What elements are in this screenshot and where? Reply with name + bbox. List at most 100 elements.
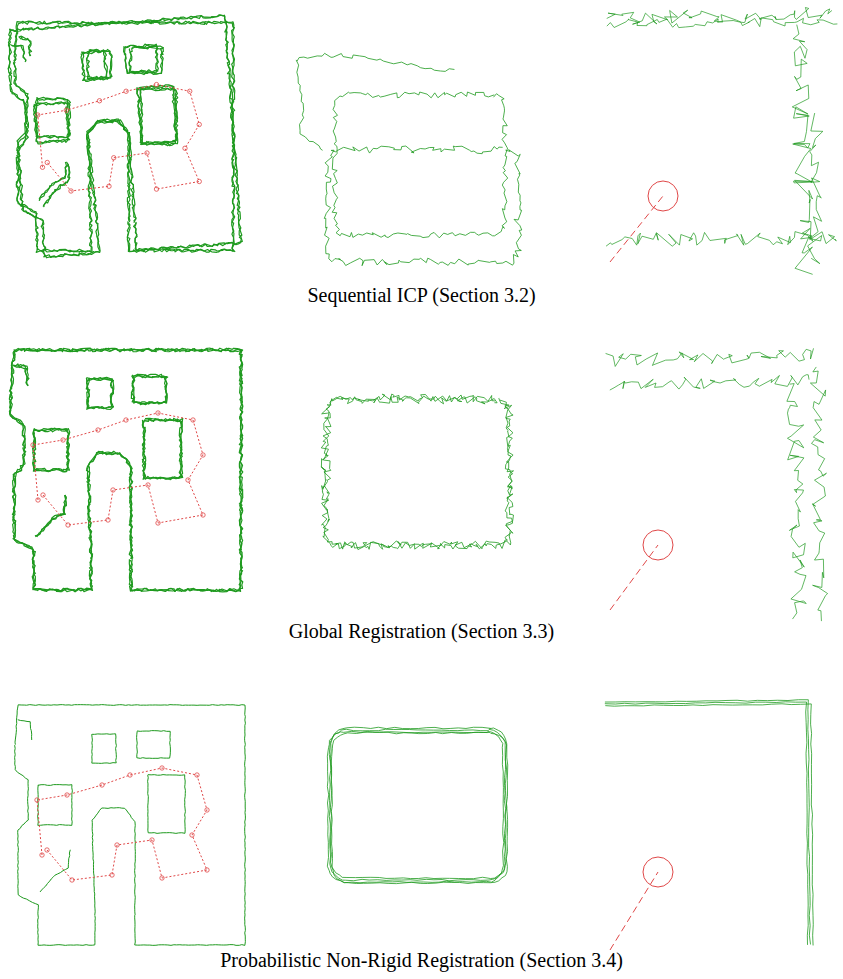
map-wall xyxy=(140,88,178,146)
robot-pose xyxy=(45,160,49,164)
map-wall xyxy=(86,451,132,560)
robot-pose xyxy=(156,411,160,415)
scan-loop xyxy=(330,727,506,878)
robot-pose xyxy=(70,878,74,882)
map-wall xyxy=(88,451,133,558)
map-wall xyxy=(10,348,242,591)
robot-pose xyxy=(106,518,110,522)
figure-caption: Sequential ICP (Section 3.2) xyxy=(307,283,535,307)
map-wall xyxy=(9,68,100,258)
robot-pose xyxy=(183,146,187,150)
scan-corner xyxy=(810,367,827,621)
map-wall xyxy=(8,15,242,250)
map-wall xyxy=(14,21,235,252)
robot-pose xyxy=(96,428,100,432)
robot-pose xyxy=(205,808,209,812)
map-wall xyxy=(87,452,133,559)
map-wall xyxy=(131,374,167,403)
robot-pose xyxy=(40,853,44,857)
robot-pose xyxy=(40,165,44,169)
robot-pose xyxy=(110,873,114,877)
map-wall xyxy=(9,390,92,592)
robot-pose xyxy=(111,488,115,492)
map-wall xyxy=(142,418,182,479)
robot-path xyxy=(38,85,200,191)
map-wall xyxy=(33,429,70,472)
map-wall xyxy=(10,348,242,592)
map-wall xyxy=(15,745,96,945)
map-wall xyxy=(124,44,158,73)
scan-loop xyxy=(332,92,508,238)
robot-pose xyxy=(205,868,209,872)
map-wall xyxy=(86,377,114,409)
figure-caption: Probabilistic Non-Rigid Registration (Se… xyxy=(220,948,623,972)
map-wall xyxy=(35,495,66,537)
map-wall xyxy=(39,162,68,201)
map-wall xyxy=(81,50,108,81)
robot-pose xyxy=(190,833,194,837)
robot-pose xyxy=(66,523,70,527)
robot-pose xyxy=(191,418,195,422)
map-wall xyxy=(86,378,113,409)
map-wall xyxy=(33,429,70,471)
pose-heading xyxy=(610,872,658,950)
map-wall xyxy=(9,348,242,591)
robot-pose xyxy=(160,876,164,880)
scan-stray xyxy=(296,60,322,150)
map-wall xyxy=(14,62,92,252)
map-wall xyxy=(131,374,167,404)
scan-corner xyxy=(606,348,814,366)
robot-pose xyxy=(115,843,119,847)
robot-pose xyxy=(124,418,128,422)
robot-path xyxy=(33,413,203,525)
robot-pose xyxy=(160,766,164,770)
map-wall xyxy=(44,165,70,207)
caption-slot: Sequential ICP (Section 3.2) xyxy=(0,283,843,307)
robot-pose xyxy=(100,783,104,787)
robot-pose xyxy=(197,179,201,183)
robot-pose xyxy=(124,89,128,93)
robot-pose xyxy=(64,108,68,112)
robot-pose xyxy=(69,189,73,193)
robot-pose xyxy=(128,773,132,777)
scan-loop xyxy=(321,394,513,550)
map-wall xyxy=(124,45,158,74)
map-wall xyxy=(148,775,186,834)
robot-pose xyxy=(107,184,111,188)
robot-pose xyxy=(156,521,160,525)
robot-pose xyxy=(188,89,192,93)
map-wall xyxy=(137,85,178,144)
scan-corner xyxy=(606,232,836,247)
robot-path xyxy=(37,768,207,880)
map-wall xyxy=(142,419,182,479)
map-wall xyxy=(9,390,92,592)
robot-pose xyxy=(97,99,101,103)
robot-pose xyxy=(154,82,158,86)
map-wall xyxy=(34,102,70,144)
scan-corner xyxy=(610,375,809,390)
scan-loop xyxy=(331,732,508,883)
map-wall xyxy=(10,391,93,591)
scan-corner xyxy=(605,704,813,946)
scan-loop xyxy=(323,396,513,549)
robot-pose xyxy=(197,122,201,126)
map-wall xyxy=(13,365,29,386)
pose-circle xyxy=(648,181,678,211)
map-wall xyxy=(136,85,177,144)
map-wall xyxy=(15,364,29,384)
map-wall xyxy=(18,720,32,740)
robot-pose xyxy=(146,483,150,487)
caption-slot: Probabilistic Non-Rigid Registration (Se… xyxy=(0,948,843,972)
scan-corner xyxy=(808,113,823,264)
map-wall xyxy=(92,734,117,764)
map-wall xyxy=(87,50,113,79)
caption-slot: Global Registration (Section 3.3) xyxy=(0,619,843,643)
robot-pose xyxy=(186,478,190,482)
map-wall xyxy=(38,785,73,826)
map-wall xyxy=(35,495,66,536)
robot-pose xyxy=(65,793,69,797)
map-wall xyxy=(137,731,171,759)
map-wall xyxy=(140,88,178,145)
robot-pose xyxy=(41,493,45,497)
